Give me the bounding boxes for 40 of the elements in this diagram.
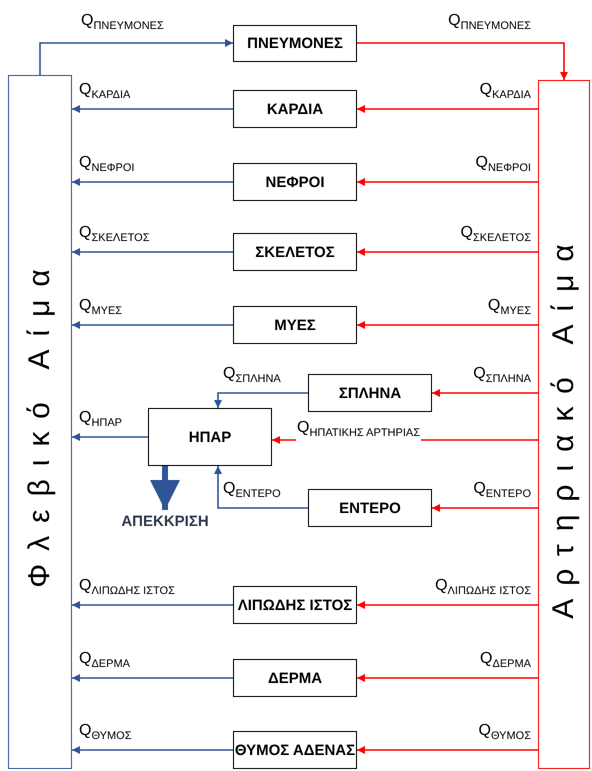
organ-box: ΝΕΦΡΟΙ: [233, 163, 357, 201]
arrow: [72, 105, 233, 113]
arterial-blood-column: [538, 80, 590, 769]
organ-box: ΘΥΜΟΣ ΑΔΕΝΑΣ: [233, 731, 357, 769]
organ-box: ΕΝΤΕΡΟ: [308, 489, 432, 527]
arrow: [72, 746, 233, 754]
organ-box: ΜΥΕΣ: [233, 306, 357, 344]
arrow: [272, 436, 538, 444]
arrow: [150, 466, 180, 510]
arrow: [214, 466, 308, 509]
arrow: [357, 746, 538, 754]
excretion-label: ΑΠΕΚΚΡΙΣΗ: [100, 510, 230, 532]
arrow: [72, 674, 233, 682]
arrow: [72, 601, 233, 609]
column-label: Φλεβικό Αίμα: [23, 256, 57, 588]
arrow: [214, 392, 308, 408]
column-label: Αρτηριακό Αίμα: [547, 230, 581, 618]
organ-box: ΗΠΑΡ: [148, 408, 272, 466]
arrow: [357, 248, 538, 256]
organ-box: ΣΚΕΛΕΤΟΣ: [233, 233, 357, 271]
arrow: [72, 433, 148, 441]
venous-blood-column: [8, 75, 72, 769]
organ-box: ΔΕΡΜΑ: [233, 659, 357, 697]
arrow: [72, 178, 233, 186]
arrow: [357, 178, 538, 186]
arrow: [432, 389, 538, 397]
organ-box: ΣΠΛΗΝΑ: [308, 374, 432, 412]
organ-box: ΛΙΠΩΔΗΣ ΙΣΤΟΣ: [233, 586, 357, 624]
arrow: [357, 674, 538, 682]
arrow: [72, 248, 233, 256]
arrow: [357, 321, 538, 329]
organ-box: ΚΑΡΔΙΑ: [233, 90, 357, 128]
flow-label: Q$_{ΗΠΑΤΙΚΗΣ ΑΡΤΗΡΙΑΣ}$: [296, 419, 422, 442]
arrow: [357, 601, 538, 609]
organ-box: ΠΝΕΥΜΟΝΕΣ: [233, 25, 357, 62]
arrow: [432, 504, 538, 512]
arrow: [39, 39, 233, 75]
arrow: [357, 105, 538, 113]
arrow: [357, 42, 568, 80]
arrow: [72, 321, 233, 329]
